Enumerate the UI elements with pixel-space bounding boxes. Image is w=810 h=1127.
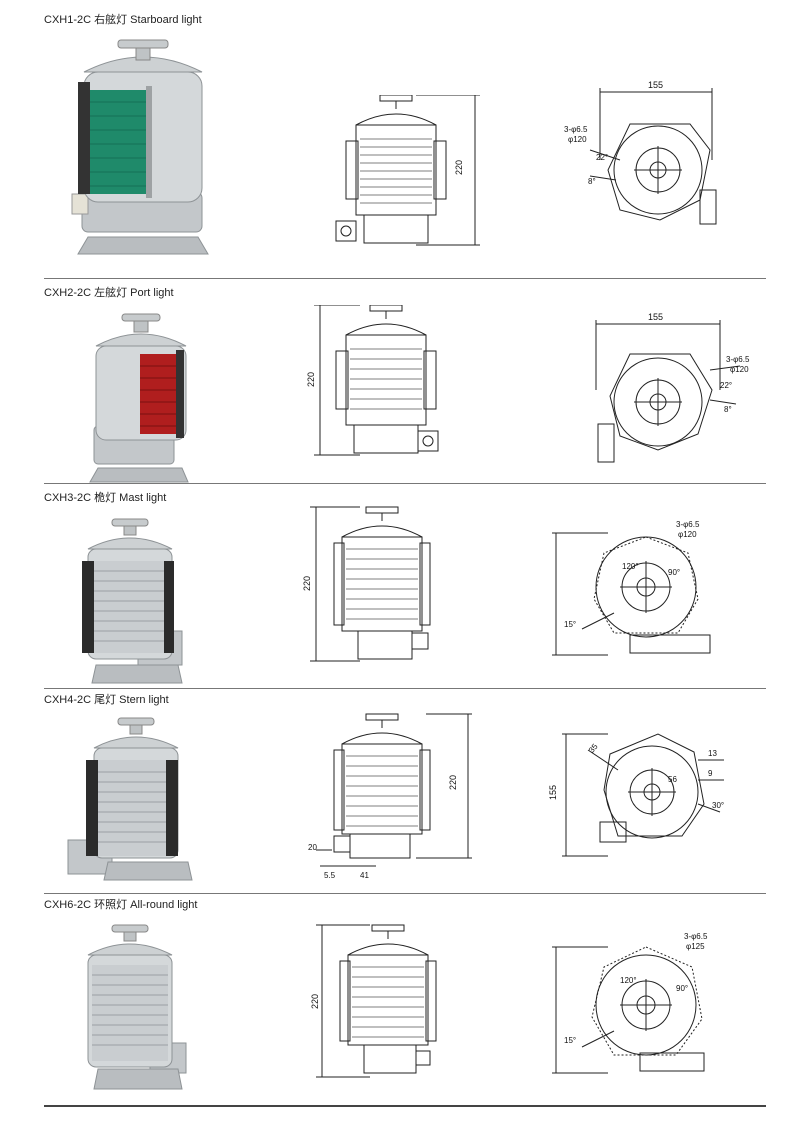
dim-angle: 120° [620, 976, 637, 985]
dim-width: 155 [648, 312, 663, 322]
dim-angle-2: 90° [676, 984, 688, 993]
dim-d2: 13 [708, 749, 717, 758]
dim-holes: 3-φ6.5 [726, 355, 750, 364]
dim-circle: φ120 [568, 135, 587, 144]
dim-height: 220 [454, 160, 464, 175]
dim-angle: 30° [712, 801, 724, 810]
dim-height: 155 [548, 785, 558, 800]
divider [44, 278, 766, 279]
top-view-drawing: 155 3-φ6.5 φ120 22° 8° [595, 312, 750, 463]
dim-d3: 56 [668, 775, 677, 784]
dim-holes: 3-φ6.5 [564, 125, 588, 134]
divider [44, 893, 766, 894]
side-view-drawing: 220 [302, 506, 431, 662]
dim-angle: 22° [596, 153, 608, 162]
section-title: CXH1-2C 右舷灯 Starboard light [44, 14, 202, 26]
section-title: CXH3-2C 桅灯 Mast light [44, 492, 167, 504]
product-section-starboard: CXH1-2C 右舷灯 Starboard light [0, 0, 810, 280]
dim-height: 220 [306, 372, 316, 387]
dim-angle-2: 8° [724, 405, 732, 414]
product-photo [82, 518, 183, 684]
product-photo [71, 39, 209, 255]
dim-angle: 120° [622, 562, 639, 571]
product-photo [67, 717, 193, 881]
side-view-drawing: 220 [310, 924, 437, 1078]
top-view-drawing: 155 3-φ6.5 φ125 120° 90° 15° [548, 932, 708, 1074]
dim-height: 155 [548, 1004, 550, 1019]
dim-holes: 3-φ6.5 [684, 932, 708, 941]
section-title: CXH4-2C 尾灯 Stern light [44, 694, 169, 706]
dim-c: 41 [360, 871, 369, 880]
divider [44, 483, 766, 484]
section-title: CXH6-2C 环照灯 All-round light [44, 899, 198, 911]
dim-angle: 22° [720, 381, 732, 390]
product-photo [89, 313, 189, 483]
side-view-drawing: 220 [335, 95, 480, 246]
dim-b: 5.5 [324, 871, 336, 880]
dim-angle-3: 15° [564, 620, 576, 629]
product-section-mast: CXH3-2C 桅灯 Mast light [0, 485, 810, 690]
dim-holes: 3-φ6.5 [676, 520, 700, 529]
dim-a: 20 [308, 843, 317, 852]
bottom-rule [44, 1105, 766, 1107]
side-view-drawing: 220 [306, 305, 439, 456]
product-section-allround: CXH6-2C 环照灯 All-round light [0, 895, 810, 1127]
dim-angle-2: 8° [588, 177, 596, 186]
dim-angle-2: 90° [668, 568, 680, 577]
dim-angle-3: 15° [564, 1036, 576, 1045]
product-section-port: CXH2-2C 左舷灯 Port light [0, 280, 810, 485]
dim-height: 220 [310, 994, 320, 1009]
product-photo [87, 924, 187, 1090]
top-view-drawing: 155 3-φ6.5 φ120 22° 8° [564, 80, 717, 225]
product-section-stern: CXH4-2C 尾灯 Stern light [0, 690, 810, 895]
top-view-drawing: 155 35 13 56 9 30° [548, 733, 724, 857]
divider [44, 688, 766, 689]
dim-height: 220 [302, 576, 312, 591]
dim-circle: φ120 [678, 530, 697, 539]
dim-d4: 9 [708, 769, 713, 778]
dim-circle: φ125 [686, 942, 705, 951]
section-title: CXH2-2C 左舷灯 Port light [44, 287, 174, 299]
dim-circle: φ120 [730, 365, 749, 374]
dim-width: 155 [648, 80, 663, 90]
side-view-drawing: 220 20 5.5 41 [308, 713, 472, 880]
top-view-drawing: 3-φ6.5 φ120 120° 90° 15° [552, 520, 711, 656]
dim-d1: 35 [587, 742, 600, 755]
dim-height: 220 [448, 775, 458, 790]
